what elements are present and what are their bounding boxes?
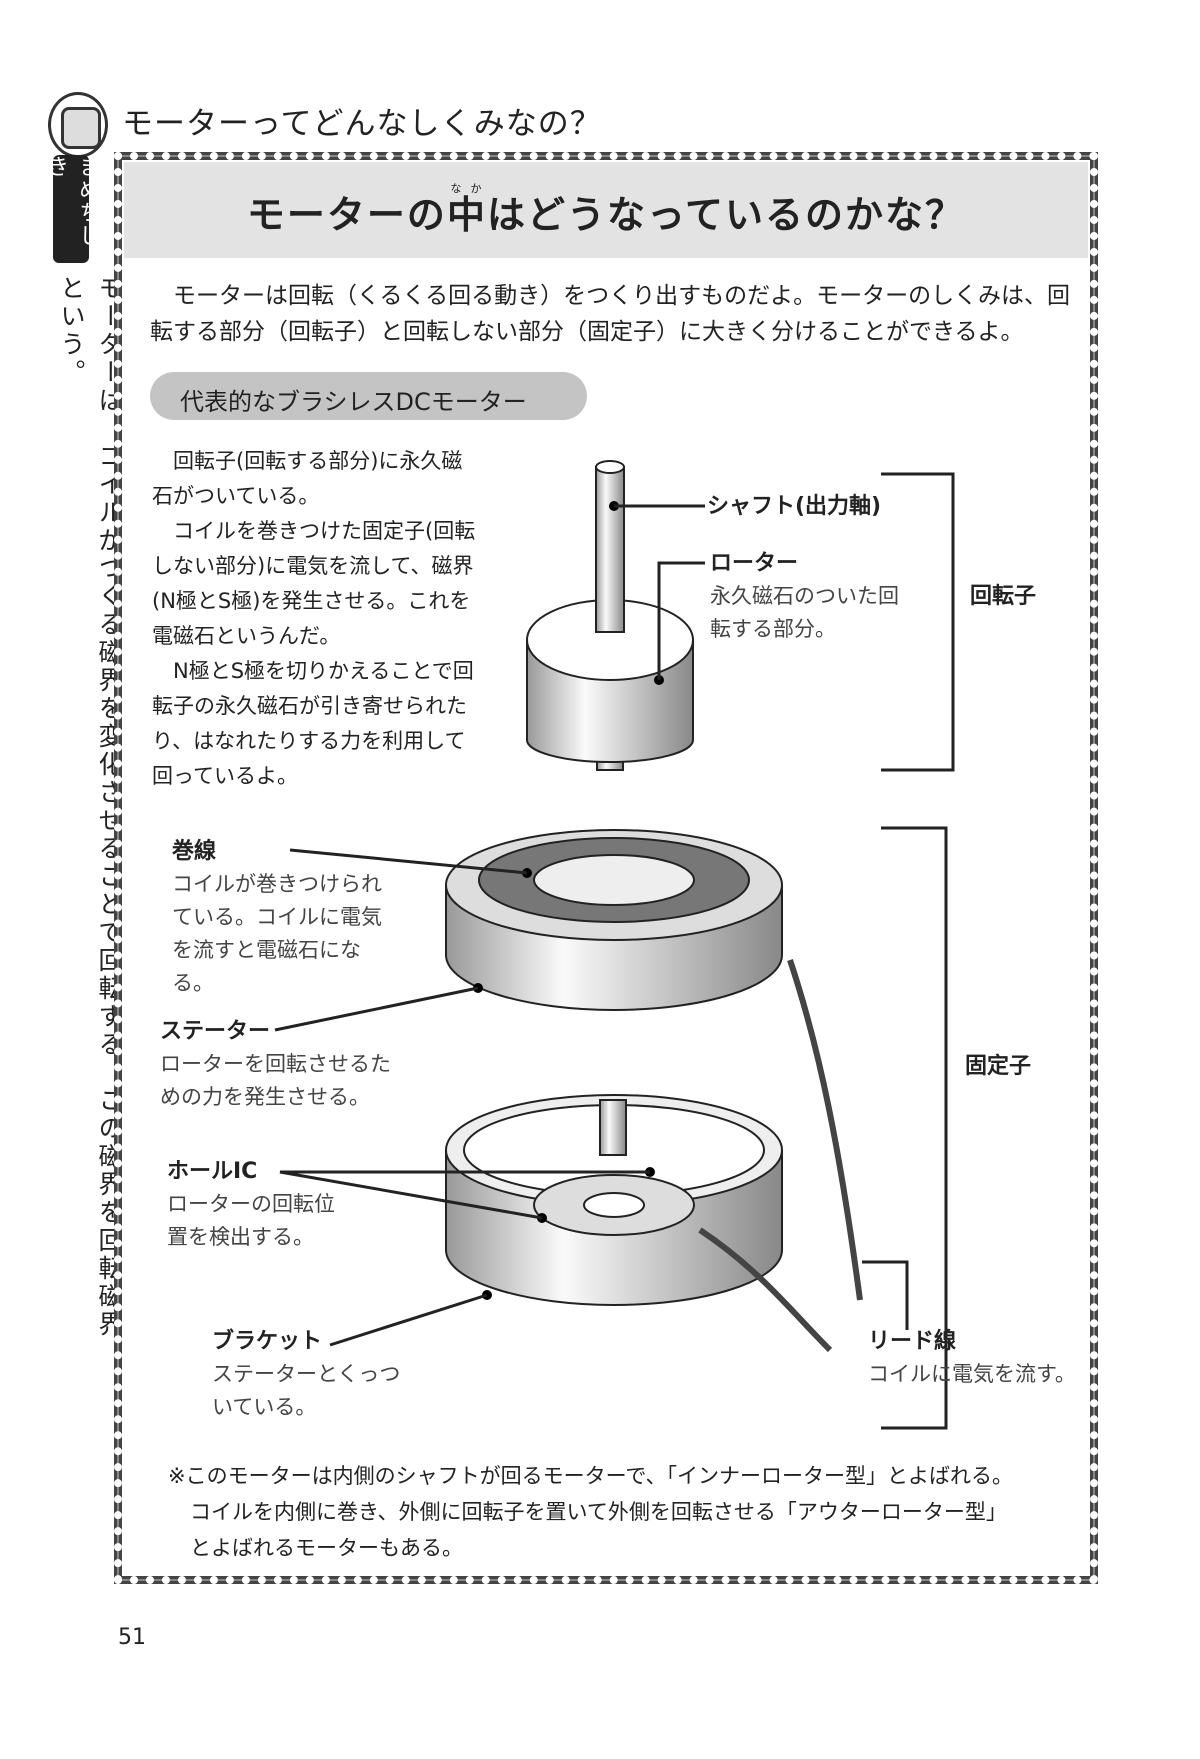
bracket-drawing bbox=[279, 826, 948, 1430]
chapter-icon bbox=[48, 92, 108, 158]
winding-label: 巻線コイルが巻きつけられている。コイルに電気を流すと電磁石になる。 bbox=[172, 839, 382, 995]
stator-label: ステーターローターを回転させるための力を発生させる。 bbox=[160, 1019, 391, 1109]
rotor-group-label: 回転子 bbox=[970, 584, 1037, 609]
explanation: 回転子(回転する部分)に永久磁石がついている。 コイルを巻きつけた固定子(回転し… bbox=[152, 444, 482, 794]
stator-drawing bbox=[274, 829, 863, 1301]
title-band: モーターの中なかはどうなっているのかな？ bbox=[124, 162, 1088, 258]
explanation-p3: N極とS極を切りかえることで回転子の永久磁石が引き寄せられたり、はなれたりする力… bbox=[152, 659, 474, 788]
rotor-label: ローター永久磁石のついた回転する部分。 bbox=[710, 551, 899, 641]
chapter-title: モーターってどんなしくみなの？ bbox=[122, 106, 602, 142]
subheading: 代表的なブラシレスDCモーター bbox=[150, 372, 587, 420]
explanation-p1: 回転子(回転する部分)に永久磁石がついている。 bbox=[152, 449, 463, 508]
explanation-p2: コイルを巻きつけた固定子(回転しない部分)に電気を流して、磁界(N極とS極)を発… bbox=[152, 519, 476, 648]
footnote: ※このモーターは内側のシャフトが回るモーターで、「インナーローター型」とよばれる… bbox=[168, 1464, 1013, 1560]
stator-group-label: 固定子 bbox=[965, 1054, 1032, 1079]
page-number: 51 bbox=[118, 1625, 146, 1650]
shaft-label: シャフト(出力軸) bbox=[707, 494, 882, 519]
bracket-label: ブラケットステーターとくっついている。 bbox=[212, 1329, 401, 1419]
rotor-drawing bbox=[526, 460, 955, 772]
lead-wire-label: リード線コイルに電気を流す。 bbox=[868, 1329, 1076, 1386]
intro-paragraph: モーターは回転（くるくる回る動き）をつくり出すものだよ。モーターのしくみは、回転… bbox=[150, 283, 1070, 345]
main-title: モーターの中なかはどうなっているのかな？ bbox=[246, 181, 966, 237]
